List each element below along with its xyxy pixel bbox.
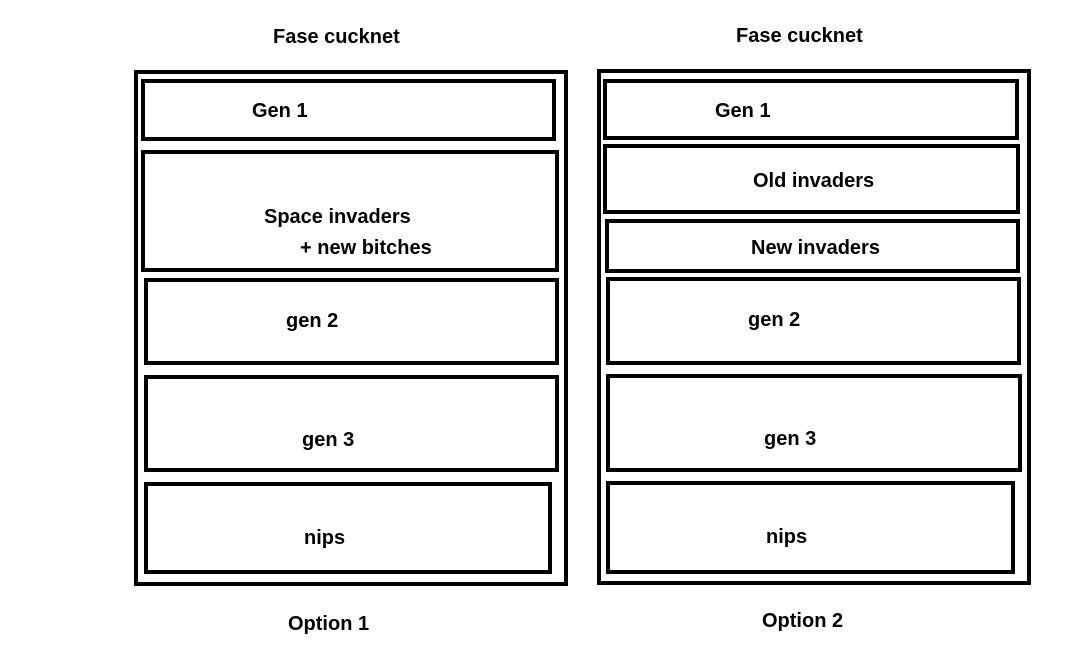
option2-caption: Option 2	[762, 610, 844, 632]
option2-block-gen2: gen 2	[606, 277, 1021, 365]
option1-stack	[134, 70, 568, 586]
option1-block-gen3-label: gen 3	[302, 429, 355, 451]
option1-block-nips: nips	[144, 482, 552, 574]
option1-block-gen1-label: Gen 1	[252, 100, 308, 122]
option1-heading: Fase cucknet	[273, 26, 400, 48]
option2-block-gen3-label: gen 3	[764, 428, 817, 450]
option2-block-gen1: Gen 1	[603, 79, 1019, 140]
option2-block-gen3: gen 3	[606, 374, 1022, 472]
option2-stack	[597, 69, 1031, 585]
option1-block-space-invaders: Space invaders + new bitches	[141, 150, 559, 272]
option2-block-gen2-label: gen 2	[748, 309, 801, 331]
option1-caption: Option 1	[288, 613, 370, 635]
option1-block-gen3: gen 3	[144, 375, 559, 472]
option1-block-gen2-label: gen 2	[286, 310, 339, 332]
option2-block-new-invaders: New invaders	[605, 219, 1020, 273]
option2-block-new-invaders-label: New invaders	[751, 237, 880, 259]
option2-block-nips: nips	[606, 481, 1015, 574]
option2-block-old-invaders: Old invaders	[603, 144, 1020, 214]
option1-block-space-invaders-label: Space invaders	[264, 206, 411, 228]
option2-block-gen1-label: Gen 1	[715, 100, 771, 122]
option2-block-old-invaders-label: Old invaders	[753, 170, 875, 192]
option1-block-space-invaders-label2: + new bitches	[300, 237, 432, 259]
option1-block-gen1: Gen 1	[141, 79, 556, 141]
option1-block-nips-label: nips	[304, 527, 346, 549]
option1-block-gen2: gen 2	[144, 278, 559, 365]
option2-block-nips-label: nips	[766, 526, 808, 548]
option2-heading: Fase cucknet	[736, 25, 863, 47]
